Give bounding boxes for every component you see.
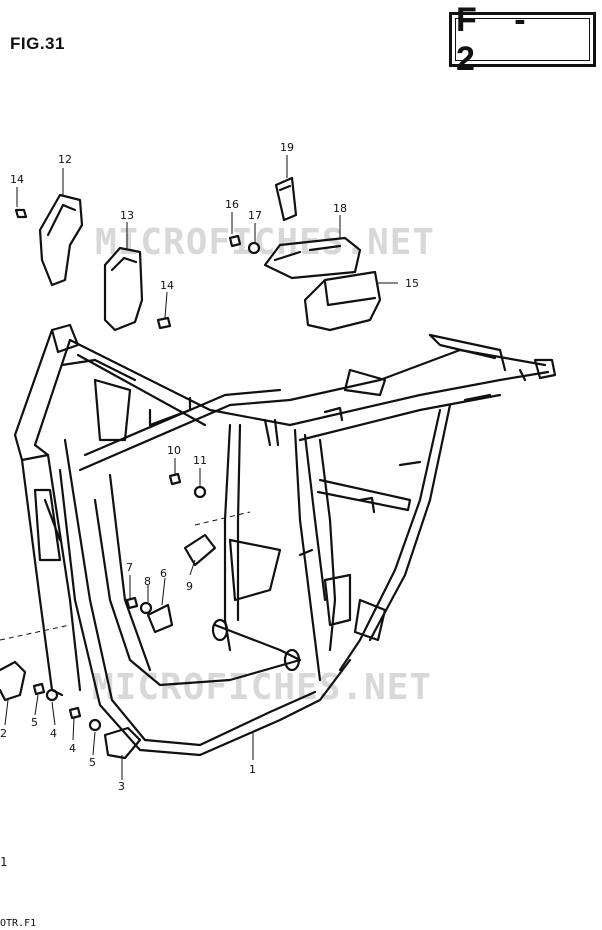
watermark-top: MICROFICHES.NET xyxy=(95,222,436,263)
callout-14-b: 14 xyxy=(160,279,174,292)
brackets xyxy=(0,533,217,760)
callout-3: 3 xyxy=(118,780,125,793)
callout-2: 2 xyxy=(0,727,7,740)
callout-5-a: 5 xyxy=(31,716,38,729)
part-18-pad xyxy=(263,236,362,280)
callout-9: 9 xyxy=(186,580,193,593)
part-15-box xyxy=(303,270,382,332)
part-13-cover xyxy=(103,246,144,332)
part-19-clamp xyxy=(274,176,298,222)
callout-6: 6 xyxy=(160,567,167,580)
callout-4-a: 4 xyxy=(50,727,57,740)
callout-17: 17 xyxy=(248,209,262,222)
section-code-inner: F - 2 xyxy=(455,1,590,78)
figure-number: FIG.31 xyxy=(10,34,65,53)
callout-18: 18 xyxy=(333,202,347,215)
callout-7: 7 xyxy=(126,561,133,574)
section-code-box: F - 2 xyxy=(449,1,596,78)
watermark-bottom: MICROFICHES.NET xyxy=(92,667,433,708)
callout-13: 13 xyxy=(120,209,134,222)
callout-8: 8 xyxy=(144,575,151,588)
callout-14-a: 14 xyxy=(10,173,24,186)
footer-left-mark: 1 xyxy=(0,855,8,869)
footer-code: OTR.F1 xyxy=(0,918,37,929)
callout-1: 1 xyxy=(249,763,256,776)
leader-lines xyxy=(0,155,398,780)
callout-4-b: 4 xyxy=(69,742,76,755)
section-code: F - 2 xyxy=(456,0,540,78)
callout-15: 15 xyxy=(405,277,419,290)
callout-12: 12 xyxy=(58,153,72,166)
part-12-cover xyxy=(38,193,84,287)
callout-11: 11 xyxy=(193,454,207,467)
callout-16: 16 xyxy=(225,198,239,211)
callout-5-b: 5 xyxy=(89,756,96,769)
frame-main xyxy=(13,323,557,757)
fasteners xyxy=(14,208,261,732)
callout-10: 10 xyxy=(167,444,181,457)
callout-19: 19 xyxy=(280,141,294,154)
